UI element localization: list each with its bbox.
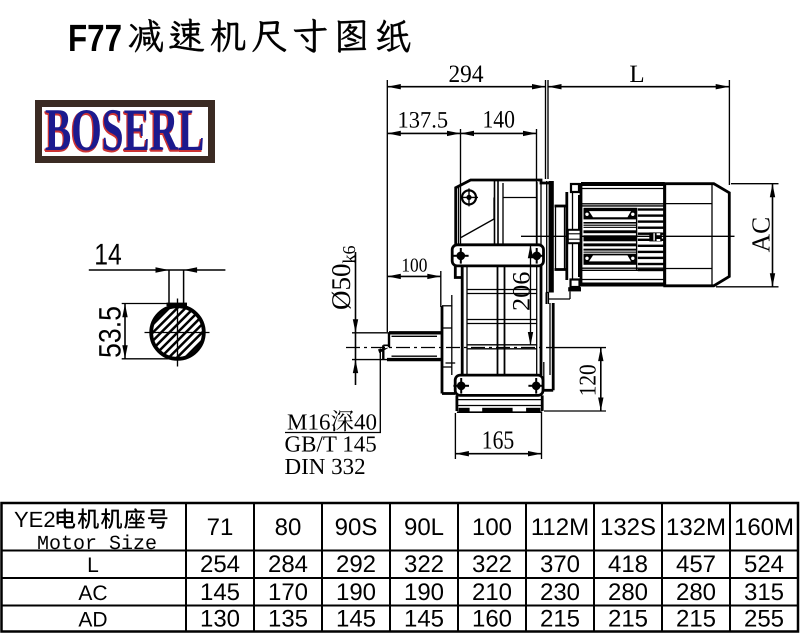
svg-text:254: 254 xyxy=(200,551,240,578)
svg-text:255: 255 xyxy=(744,606,784,633)
svg-text:165: 165 xyxy=(482,426,515,455)
svg-text:280: 280 xyxy=(676,579,716,606)
svg-text:190: 190 xyxy=(336,579,376,606)
svg-text:AC: AC xyxy=(78,582,107,605)
svg-text:40: 40 xyxy=(354,410,377,435)
svg-text:L: L xyxy=(629,61,644,88)
svg-text:370: 370 xyxy=(540,551,580,578)
svg-text:292: 292 xyxy=(336,551,376,578)
svg-text:190: 190 xyxy=(404,579,444,606)
svg-text:322: 322 xyxy=(404,551,444,578)
svg-text:M16: M16 xyxy=(287,410,330,435)
svg-text:130: 130 xyxy=(200,606,240,633)
svg-text:322: 322 xyxy=(472,551,512,578)
svg-text:14: 14 xyxy=(94,238,122,271)
svg-text:284: 284 xyxy=(268,551,308,578)
svg-text:137.5: 137.5 xyxy=(398,108,449,134)
svg-text:215: 215 xyxy=(676,606,716,633)
svg-text:132M: 132M xyxy=(666,514,726,541)
svg-text:140: 140 xyxy=(482,107,515,134)
svg-text:315: 315 xyxy=(744,579,784,606)
svg-text:AD: AD xyxy=(78,609,107,632)
svg-text:206: 206 xyxy=(509,272,536,312)
svg-text:145: 145 xyxy=(336,606,376,633)
svg-text:L: L xyxy=(87,554,99,577)
svg-text:100: 100 xyxy=(401,255,427,276)
svg-text:210: 210 xyxy=(472,579,512,606)
svg-text:280: 280 xyxy=(608,579,648,606)
svg-text:71: 71 xyxy=(207,514,234,541)
svg-text:160M: 160M xyxy=(734,514,794,541)
svg-text:100: 100 xyxy=(472,514,512,541)
svg-text:457: 457 xyxy=(676,551,716,578)
svg-text:418: 418 xyxy=(608,551,648,578)
svg-text:53.5: 53.5 xyxy=(93,306,128,358)
svg-text:AC: AC xyxy=(747,217,776,253)
svg-text:145: 145 xyxy=(200,579,240,606)
svg-text:120: 120 xyxy=(576,364,602,396)
svg-text:YE2: YE2 xyxy=(14,507,56,532)
svg-text:Motor Size: Motor Size xyxy=(37,533,157,556)
svg-text:90S: 90S xyxy=(335,514,378,541)
svg-text:132S: 132S xyxy=(600,514,656,541)
svg-text:112M: 112M xyxy=(531,514,589,541)
svg-text:160: 160 xyxy=(472,606,512,633)
svg-text:145: 145 xyxy=(404,606,444,633)
svg-text:230: 230 xyxy=(540,579,580,606)
svg-text:DIN 332: DIN 332 xyxy=(285,454,366,479)
svg-text:Ø50k6: Ø50k6 xyxy=(326,246,359,311)
svg-text:215: 215 xyxy=(608,606,648,633)
svg-text:F77: F77 xyxy=(68,18,122,60)
svg-text:524: 524 xyxy=(744,551,784,578)
svg-text:135: 135 xyxy=(268,606,308,633)
svg-text:GB/T 145: GB/T 145 xyxy=(285,431,377,456)
svg-text:170: 170 xyxy=(268,579,308,606)
svg-text:215: 215 xyxy=(540,606,580,633)
svg-text:294: 294 xyxy=(449,61,484,88)
svg-text:90L: 90L xyxy=(404,514,444,541)
svg-text:80: 80 xyxy=(275,514,302,541)
